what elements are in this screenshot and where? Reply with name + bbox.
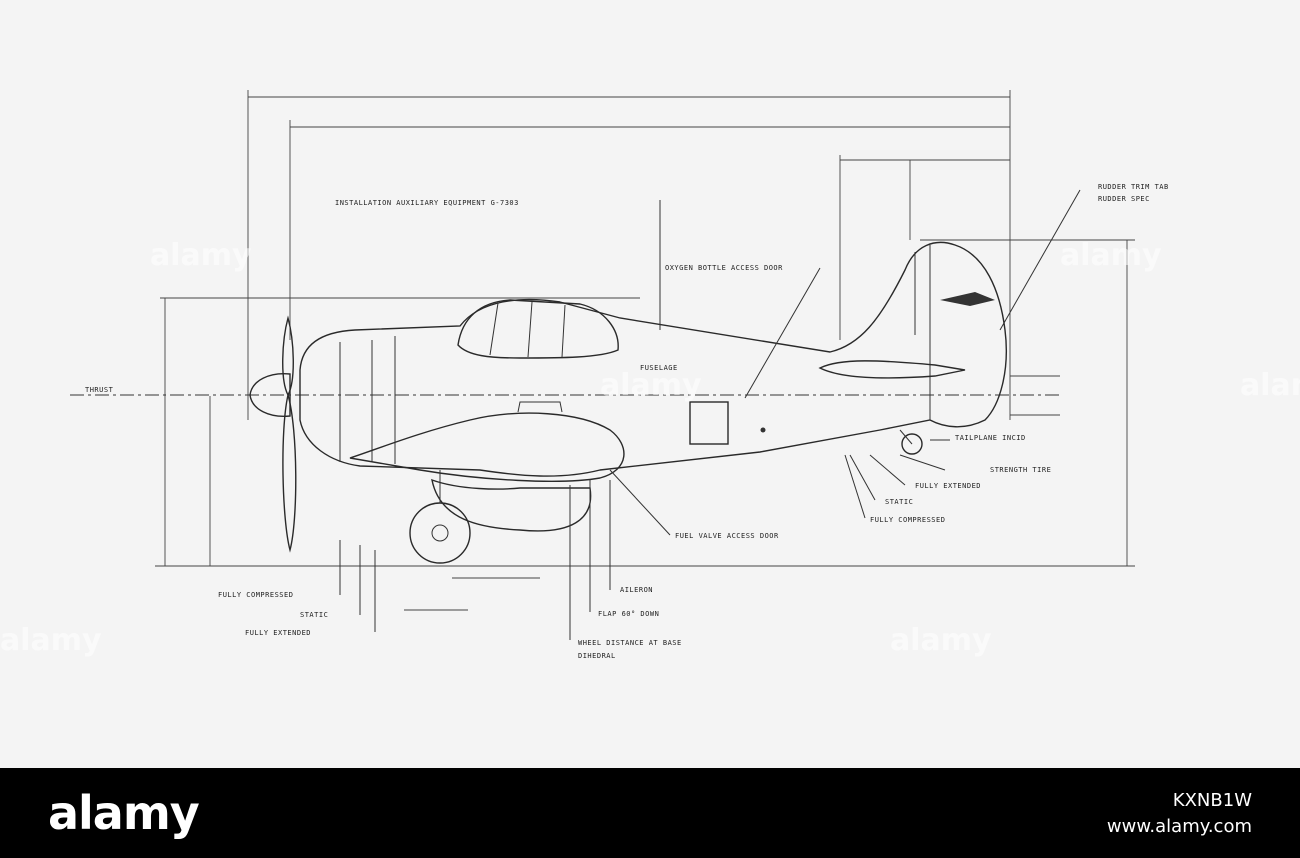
footer-bar: alamy KXNB1W www.alamy.com [0, 768, 1300, 858]
image-id: KXNB1W [1172, 790, 1252, 811]
aircraft-profile-diagram: INSTALLATION AUXILIARY EQUIPMENT G-7303 … [0, 90, 1300, 660]
label-fuel-valve: FUEL VALVE ACCESS DOOR [675, 532, 779, 540]
label-fully-compressed-left: FULLY COMPRESSED [218, 591, 293, 599]
label-rudder-trim: RUDDER TRIM TAB [1098, 183, 1169, 191]
callout-labels: INSTALLATION AUXILIARY EQUIPMENT G-7303 … [85, 183, 1169, 660]
label-wheel-distance: WHEEL DISTANCE AT BASE [578, 639, 682, 647]
label-fully-extended-right: FULLY EXTENDED [915, 482, 981, 490]
label-flap: FLAP 60° DOWN [598, 610, 659, 618]
access-door [689, 401, 766, 445]
label-fully-compressed-right: FULLY COMPRESSED [870, 516, 945, 524]
leader-lines [339, 189, 1081, 640]
watermarks: alamy alamy alamy alamy alamy alamy [0, 238, 1300, 658]
label-strength-tire: STRENGTH TIRE [990, 466, 1051, 474]
label-installation: INSTALLATION AUXILIARY EQUIPMENT G-7303 [335, 199, 519, 207]
label-fuselage: FUSELAGE [640, 364, 678, 372]
propeller [249, 315, 297, 553]
tailplane [818, 360, 966, 379]
label-fully-extended-left: FULLY EXTENDED [245, 629, 311, 637]
watermark-4: alamy [0, 623, 102, 658]
watermark-6: alamy [1240, 368, 1300, 403]
blueprint-drawing: INSTALLATION AUXILIARY EQUIPMENT G-7303 … [0, 0, 1300, 768]
rudder-mark [940, 292, 995, 306]
canopy [457, 299, 619, 359]
site-url[interactable]: www.alamy.com [1106, 816, 1252, 837]
watermark-2: alamy [600, 368, 702, 403]
wing-fairing [349, 401, 625, 532]
main-wheel [409, 470, 471, 564]
label-tailplane: TAILPLANE INCID [955, 434, 1026, 442]
label-rudder-spec: RUDDER SPEC [1098, 195, 1150, 203]
label-dihedral: DIHEDRAL [578, 652, 616, 660]
label-static-left: STATIC [300, 611, 328, 619]
tail-wheel [899, 429, 923, 455]
alamy-logo[interactable]: alamy [48, 786, 200, 840]
fuselage [299, 241, 1007, 477]
label-aileron: AILERON [620, 586, 653, 594]
side-dimension-lines [155, 239, 1135, 567]
watermark-1: alamy [150, 238, 252, 273]
label-static-right: STATIC [885, 498, 913, 506]
top-dimension-lines [247, 90, 1011, 420]
watermark-5: alamy [890, 623, 992, 658]
label-thrust: THRUST [85, 386, 114, 394]
label-oxygen-door: OXYGEN BOTTLE ACCESS DOOR [665, 264, 783, 272]
watermark-3: alamy [1060, 238, 1162, 273]
thrust-line [70, 375, 1060, 416]
